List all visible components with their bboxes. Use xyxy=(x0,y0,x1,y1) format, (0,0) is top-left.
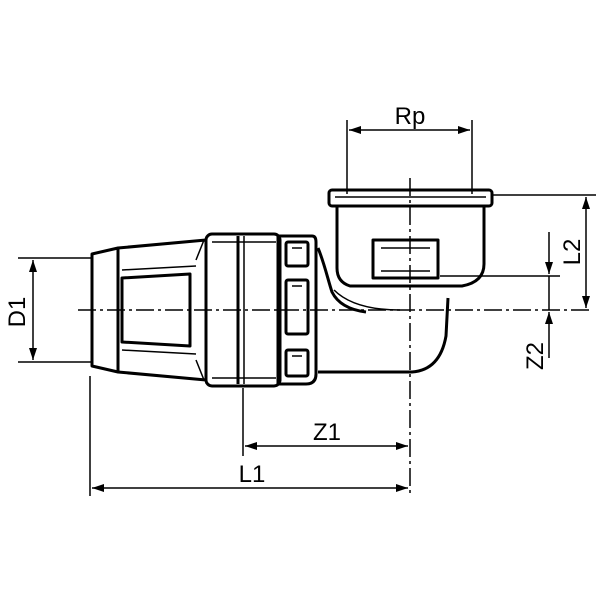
dimension-l2: L2 xyxy=(559,197,590,308)
label-l1: L1 xyxy=(239,461,266,488)
fitting-body xyxy=(90,188,494,388)
label-z2: Z2 xyxy=(522,342,549,370)
centerlines xyxy=(78,178,590,494)
dimension-z1: Z1 xyxy=(245,419,408,450)
label-z1: Z1 xyxy=(313,419,341,446)
label-l2: L2 xyxy=(559,239,586,266)
dimension-z2: Z2 xyxy=(522,232,553,370)
coupling-ring xyxy=(276,234,318,386)
label-d1: D1 xyxy=(4,297,31,328)
extension-lines xyxy=(18,120,596,496)
dimension-d1: D1 xyxy=(4,260,37,360)
dimension-rp: Rp xyxy=(349,103,470,134)
label-rp: Rp xyxy=(395,103,426,130)
dimension-l1: L1 xyxy=(92,461,408,492)
